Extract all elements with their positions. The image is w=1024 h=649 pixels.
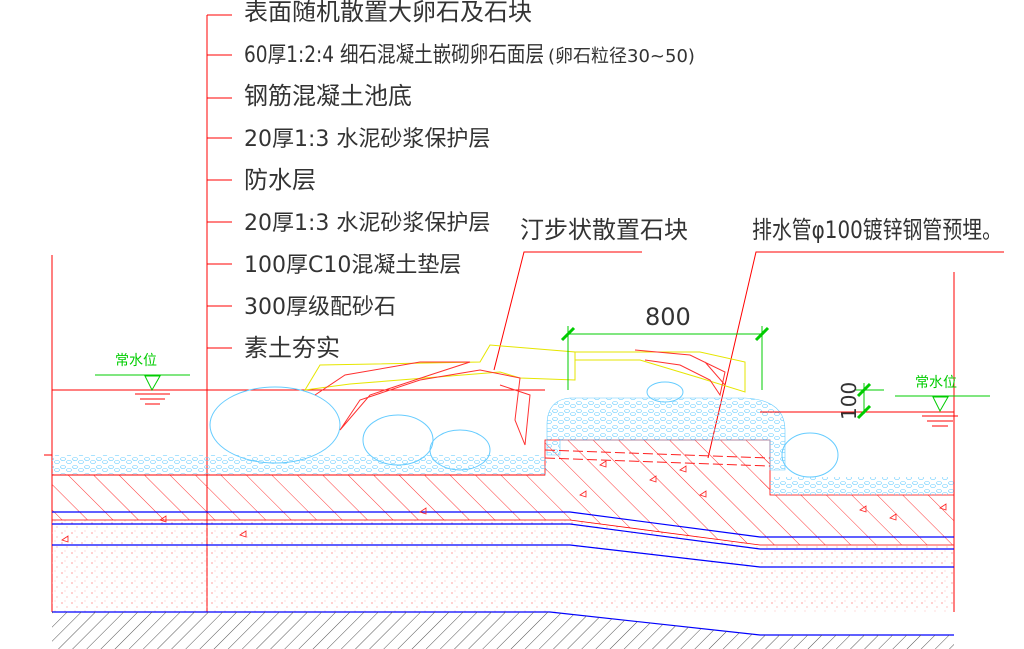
layer-label-mortar-top: 20厚1:3 水泥砂浆保护层	[244, 127, 490, 152]
layer-label-cobbles: 表面随机散置大卵石及石块	[244, 0, 532, 26]
drain-pipe	[544, 449, 771, 467]
dimension-width: 800	[560, 303, 770, 390]
layer-label-pebble-concrete: 60厚1:2:4 细石混凝土嵌砌卵石面层	[244, 43, 544, 68]
stepping-stones	[304, 344, 746, 446]
pebble-band-left	[52, 455, 547, 475]
layer-label-c10-concrete: 100厚C10混凝土垫层	[244, 253, 461, 278]
section-layers	[51, 439, 955, 649]
pebble-surface	[52, 389, 954, 495]
cobble	[429, 429, 491, 471]
cobble	[646, 381, 684, 403]
water-level-right: 常水位	[895, 375, 990, 427]
drain-pipe-line-2	[544, 457, 771, 467]
callout-drain-pipe-leader	[707, 251, 1004, 459]
compacted-soil-hatch	[52, 612, 954, 649]
cobbles	[209, 381, 839, 478]
layer-label-rc-base: 钢筋混凝土池底	[244, 82, 412, 110]
callout-stepping-stones: 汀步状散置石块	[493, 216, 688, 371]
dim-width-tick-left	[560, 326, 576, 342]
stepping-stone-red-2	[634, 349, 726, 397]
concrete-markers	[61, 460, 947, 543]
dim-height-label: 100	[837, 382, 861, 420]
water-level-left: 常水位	[95, 353, 190, 405]
water-level-left-triangle	[144, 375, 161, 392]
blue-line-1	[52, 511, 954, 538]
dim-height-tick-bottom	[856, 404, 872, 420]
dim-width-label: 800	[645, 303, 691, 331]
stepping-stone-yellow-outline-1	[304, 344, 576, 391]
cobble	[209, 386, 341, 464]
gravel-layer	[52, 548, 954, 612]
callout-stepping-stones-leader	[493, 251, 642, 371]
pebble-size-note: (卵石粒径30~50)	[548, 46, 695, 67]
stepping-stone-red-1	[314, 361, 531, 446]
cobble	[781, 432, 839, 478]
c10-concrete-layer	[52, 520, 954, 565]
callout-stepping-stones-text: 汀步状散置石块	[520, 216, 688, 244]
dimension-height: 100	[837, 382, 884, 420]
water-level-right-triangle	[932, 396, 949, 413]
pebble-band-raised	[546, 397, 786, 471]
dim-height-tick-top	[856, 382, 872, 398]
layer-label-column: 表面随机散置大卵石及石块 60厚1:2:4 细石混凝土嵌砌卵石面层 (卵石粒径3…	[206, 0, 695, 612]
water-level-left-label: 常水位	[115, 353, 157, 369]
layer-label-waterproof: 防水层	[244, 166, 316, 194]
drain-pipe-line-1	[544, 449, 771, 459]
layer-label-gravel: 300厚级配砂石	[244, 295, 396, 320]
blue-line-3	[52, 544, 954, 568]
stepping-stone-yellow-outline-2	[575, 351, 746, 393]
dim-width-tick-right	[754, 326, 770, 342]
layer-label-compacted-soil: 素土夯实	[244, 334, 340, 362]
layer-label-mortar-bottom: 20厚1:3 水泥砂浆保护层	[244, 211, 490, 236]
callout-drain-pipe: 排水管φ100镀锌钢管预埋。	[707, 216, 1004, 459]
callout-drain-pipe-text: 排水管φ100镀锌钢管预埋。	[752, 216, 1002, 244]
water-level-right-label: 常水位	[915, 375, 957, 391]
cobble	[362, 414, 434, 466]
pebble-band-right	[770, 477, 954, 495]
blue-line-2	[52, 523, 954, 550]
